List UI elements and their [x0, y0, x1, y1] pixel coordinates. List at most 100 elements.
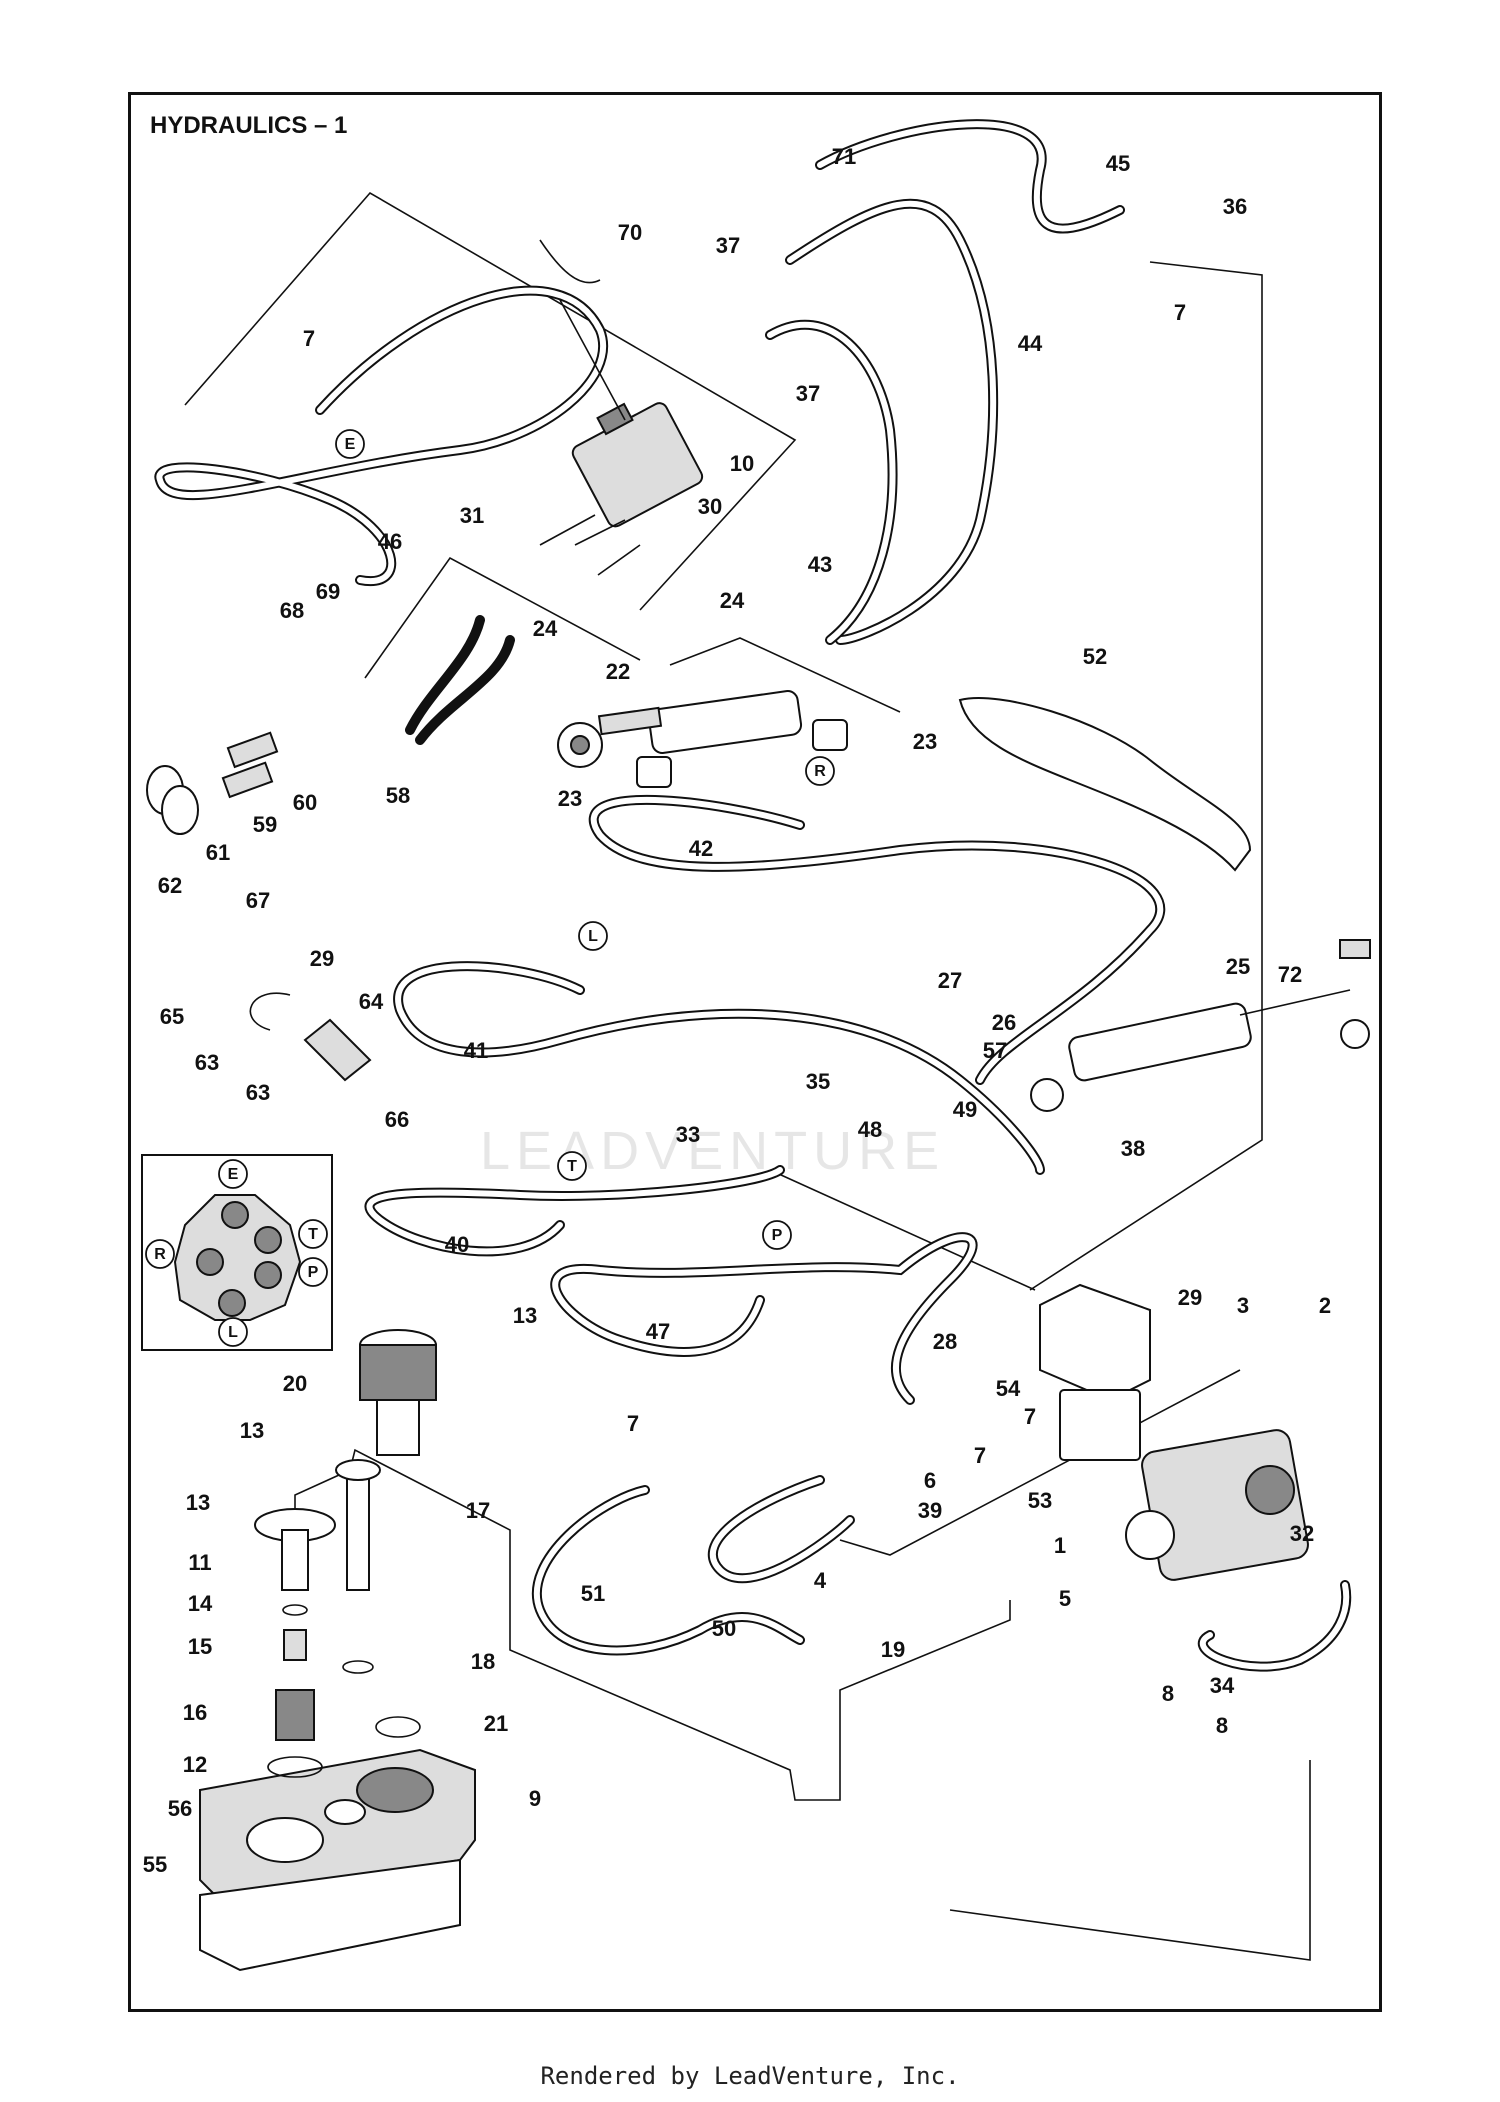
callout-22: 22 [606, 659, 630, 684]
callout-68: 68 [280, 598, 304, 623]
callout-51: 51 [581, 1581, 605, 1606]
callout-7: 7 [1174, 300, 1186, 325]
breather-filler-20 [359, 1344, 437, 1401]
guide-tank-box [294, 1448, 1011, 1801]
callout-62: 62 [158, 873, 182, 898]
callout-11: 11 [188, 1550, 211, 1575]
callout-35: 35 [806, 1069, 830, 1094]
callout-12: 12 [183, 1752, 207, 1777]
cap-23 [812, 719, 848, 751]
diagram-frame [128, 92, 1382, 2012]
inset-port-letter: P [308, 1264, 319, 1281]
callout-24: 24 [533, 616, 558, 641]
callout-56: 56 [168, 1796, 192, 1821]
callout-5: 5 [1059, 1586, 1071, 1611]
cap-23b [636, 756, 672, 788]
callout-13: 13 [240, 1418, 264, 1443]
callout-21: 21 [484, 1711, 508, 1736]
hose-51 [532, 1485, 805, 1656]
inset-port-r: R [145, 1239, 175, 1269]
callout-43: 43 [808, 552, 832, 577]
callout-50: 50 [712, 1616, 736, 1641]
callout-15: 15 [188, 1634, 212, 1659]
connector-circle [557, 1151, 587, 1181]
inset-port-l: L [218, 1317, 248, 1347]
callout-10: 10 [730, 451, 754, 476]
callout-63: 63 [195, 1050, 219, 1075]
control-lever [559, 299, 626, 421]
callout-38: 38 [1121, 1136, 1145, 1161]
callout-16: 16 [183, 1700, 207, 1725]
callout-42: 42 [689, 836, 713, 861]
callout-63: 63 [246, 1080, 270, 1105]
callout-32: 32 [1290, 1521, 1314, 1546]
bracket-plate-64 [303, 1018, 372, 1082]
filter-element-16 [275, 1689, 315, 1741]
hose-58 [405, 615, 515, 745]
hose-32 [1197, 1580, 1352, 1672]
guide-block-line [769, 1169, 1036, 1291]
callout-26: 26 [992, 1010, 1016, 1035]
hose-40 [364, 1165, 785, 1257]
callout-45: 45 [1106, 151, 1130, 176]
footer-text: Rendered by LeadVenture, Inc. [540, 2062, 960, 2090]
callout-39: 39 [918, 1498, 942, 1523]
callout-37: 37 [716, 233, 740, 258]
inset-port-p: P [298, 1257, 328, 1287]
callout-3: 3 [1237, 1293, 1249, 1318]
callout-54: 54 [996, 1376, 1021, 1401]
callout-44: 44 [1018, 331, 1043, 356]
callout-23: 23 [913, 729, 937, 754]
inset-port-letter: R [154, 1246, 166, 1263]
inset-port-circle [298, 1219, 328, 1249]
valve-block-28 [1039, 1283, 1151, 1402]
connector-e: E [335, 429, 365, 459]
callout-8: 8 [1216, 1713, 1228, 1738]
connector-letter: L [588, 928, 598, 945]
callout-65: 65 [160, 1004, 184, 1029]
hose-sleeve-52 [958, 697, 1252, 872]
callout-13: 13 [186, 1490, 210, 1515]
callout-19: 19 [881, 1637, 905, 1662]
callout-9: 9 [529, 1786, 541, 1811]
connector-letter: T [567, 1158, 577, 1175]
callout-40: 40 [445, 1232, 469, 1257]
guide-bottom-line [949, 1760, 1311, 1961]
callout-1: 1 [1054, 1533, 1066, 1558]
callout-24: 24 [720, 588, 745, 613]
callout-29: 29 [310, 946, 334, 971]
inset-port-circle [298, 1257, 328, 1287]
callout-48: 48 [858, 1117, 882, 1142]
bracket-65 [249, 992, 291, 1031]
callout-53: 53 [1028, 1488, 1052, 1513]
callout-61: 61 [206, 840, 230, 865]
callout-18: 18 [471, 1649, 495, 1674]
control-valve [571, 402, 704, 528]
callout-55: 55 [143, 1852, 167, 1877]
hydraulic-cylinder-22 [647, 690, 803, 754]
callout-34: 34 [1210, 1673, 1235, 1698]
connector-labels: E R L T P [335, 429, 835, 1250]
inset-port-letter: E [228, 1166, 239, 1183]
callout-33: 33 [676, 1122, 700, 1147]
connector-letter: R [814, 763, 826, 780]
callout-49: 49 [953, 1097, 977, 1122]
callout-20: 20 [283, 1371, 307, 1396]
callout-46: 46 [378, 529, 402, 554]
connector-p: P [762, 1220, 792, 1250]
callout-37: 37 [796, 381, 820, 406]
callout-28: 28 [933, 1329, 957, 1354]
hoses [154, 119, 1352, 1672]
callout-7: 7 [303, 326, 315, 351]
callout-23: 23 [558, 786, 582, 811]
lever-cable-70 [539, 239, 601, 284]
callout-27: 27 [938, 968, 962, 993]
watermark-text: LEADVENTURE [480, 1121, 946, 1181]
callout-60: 60 [293, 790, 317, 815]
callout-30: 30 [698, 494, 722, 519]
callout-2: 2 [1319, 1293, 1331, 1318]
inset-port-circle [218, 1317, 248, 1347]
inset-port-circle [218, 1159, 248, 1189]
